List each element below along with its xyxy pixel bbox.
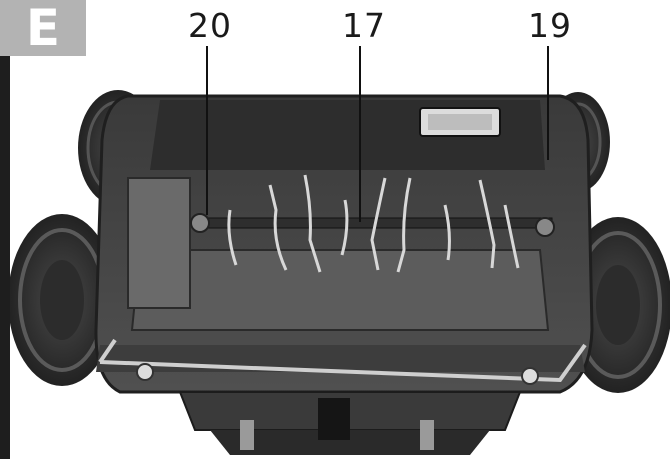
roller-shaft [190,213,555,237]
wheel-front-left [8,214,116,386]
leader-lines [206,46,549,222]
page-edge-bar [0,56,10,459]
callout-label-17: 17 [342,6,386,45]
front-guard [178,391,522,455]
section-badge: E [0,0,86,56]
callout-label-20: 20 [188,6,232,45]
bail-handle [98,338,587,385]
callout-label-19: 19 [528,6,572,45]
tines [227,174,520,273]
